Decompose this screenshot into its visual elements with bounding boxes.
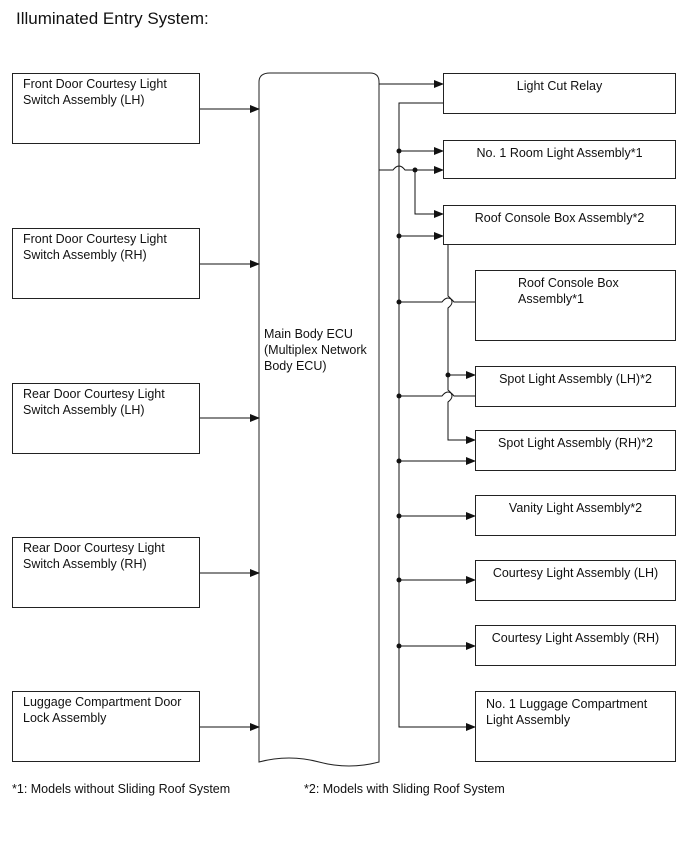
- bus-arrow-spot-lh: [399, 391, 475, 397]
- junction-dot: [396, 148, 402, 154]
- courtesy-light-lh-box: Courtesy Light Assembly (LH): [475, 560, 676, 601]
- box-label: Spot Light Assembly (LH)*2: [499, 372, 652, 386]
- box-label: Courtesy Light Assembly (LH): [492, 566, 659, 580]
- box-label: Spot Light Assembly (RH)*2: [498, 436, 653, 450]
- junction-dot: [396, 393, 402, 399]
- junction-dot: [396, 233, 402, 239]
- box-label: Luggage Compartment Door Lock Assembly: [23, 695, 182, 725]
- junction-dot: [445, 372, 451, 378]
- vanity-light-box: Vanity Light Assembly*2: [475, 495, 676, 536]
- spot-light-rh-box: Spot Light Assembly (RH)*2: [475, 430, 676, 471]
- box-label: Front Door Courtesy Light Switch Assembl…: [23, 77, 167, 107]
- footnote-1: *1: Models without Sliding Roof System: [12, 782, 231, 796]
- roof-console-spot-line: [447, 236, 476, 444]
- roof-console-box-2: Roof Console Box Assembly*2: [443, 205, 676, 245]
- diagram-title: Illuminated Entry System:: [16, 9, 209, 28]
- courtesy-light-rh-box: Courtesy Light Assembly (RH): [475, 625, 676, 666]
- box-label: Front Door Courtesy Light Switch Assembl…: [23, 232, 167, 262]
- footnote-2: *2: Models with Sliding Roof System: [304, 782, 505, 796]
- ecu-output-branch: [379, 165, 415, 171]
- box-label: Rear Door Courtesy Light Switch Assembly…: [23, 541, 165, 571]
- roof-console-box-1: Roof Console Box Assembly*1: [475, 270, 676, 341]
- box-label: No. 1 Room Light Assembly*1: [476, 146, 643, 160]
- main-body-ecu-shape: [258, 72, 380, 767]
- box-label: No. 1 Luggage Compartment Light Assembly: [486, 697, 648, 727]
- rear-door-lh-switch-box: Rear Door Courtesy Light Switch Assembly…: [12, 383, 200, 454]
- rear-door-rh-switch-box: Rear Door Courtesy Light Switch Assembly…: [12, 537, 200, 608]
- front-door-rh-switch-box: Front Door Courtesy Light Switch Assembl…: [12, 228, 200, 299]
- box-label: Rear Door Courtesy Light Switch Assembly…: [23, 387, 165, 417]
- bus-arrow-roof-console-1: [399, 297, 475, 303]
- box-label: Roof Console Box Assembly*1: [518, 276, 619, 306]
- junction-dot: [396, 577, 402, 583]
- spot-light-lh-box: Spot Light Assembly (LH)*2: [475, 366, 676, 407]
- box-label: Light Cut Relay: [516, 79, 603, 93]
- junction-dot: [396, 513, 402, 519]
- light-cut-relay-box: Light Cut Relay: [443, 73, 676, 114]
- junction-dot: [396, 458, 402, 464]
- junction-dot: [396, 643, 402, 649]
- box-label: Vanity Light Assembly*2: [508, 501, 643, 515]
- no1-luggage-light-box: No. 1 Luggage Compartment Light Assembly: [475, 691, 676, 762]
- junction-dot: [396, 299, 402, 305]
- front-door-lh-switch-box: Front Door Courtesy Light Switch Assembl…: [12, 73, 200, 144]
- relay-bus-line: [398, 102, 476, 731]
- junction-dot: [412, 167, 418, 173]
- luggage-door-lock-box: Luggage Compartment Door Lock Assembly: [12, 691, 200, 762]
- box-label: Courtesy Light Assembly (RH): [491, 631, 660, 645]
- box-label: Roof Console Box Assembly*2: [474, 211, 645, 225]
- no1-room-light-box: No. 1 Room Light Assembly*1: [443, 140, 676, 179]
- main-body-ecu-label: Main Body ECU (Multiplex Network Body EC…: [264, 327, 367, 373]
